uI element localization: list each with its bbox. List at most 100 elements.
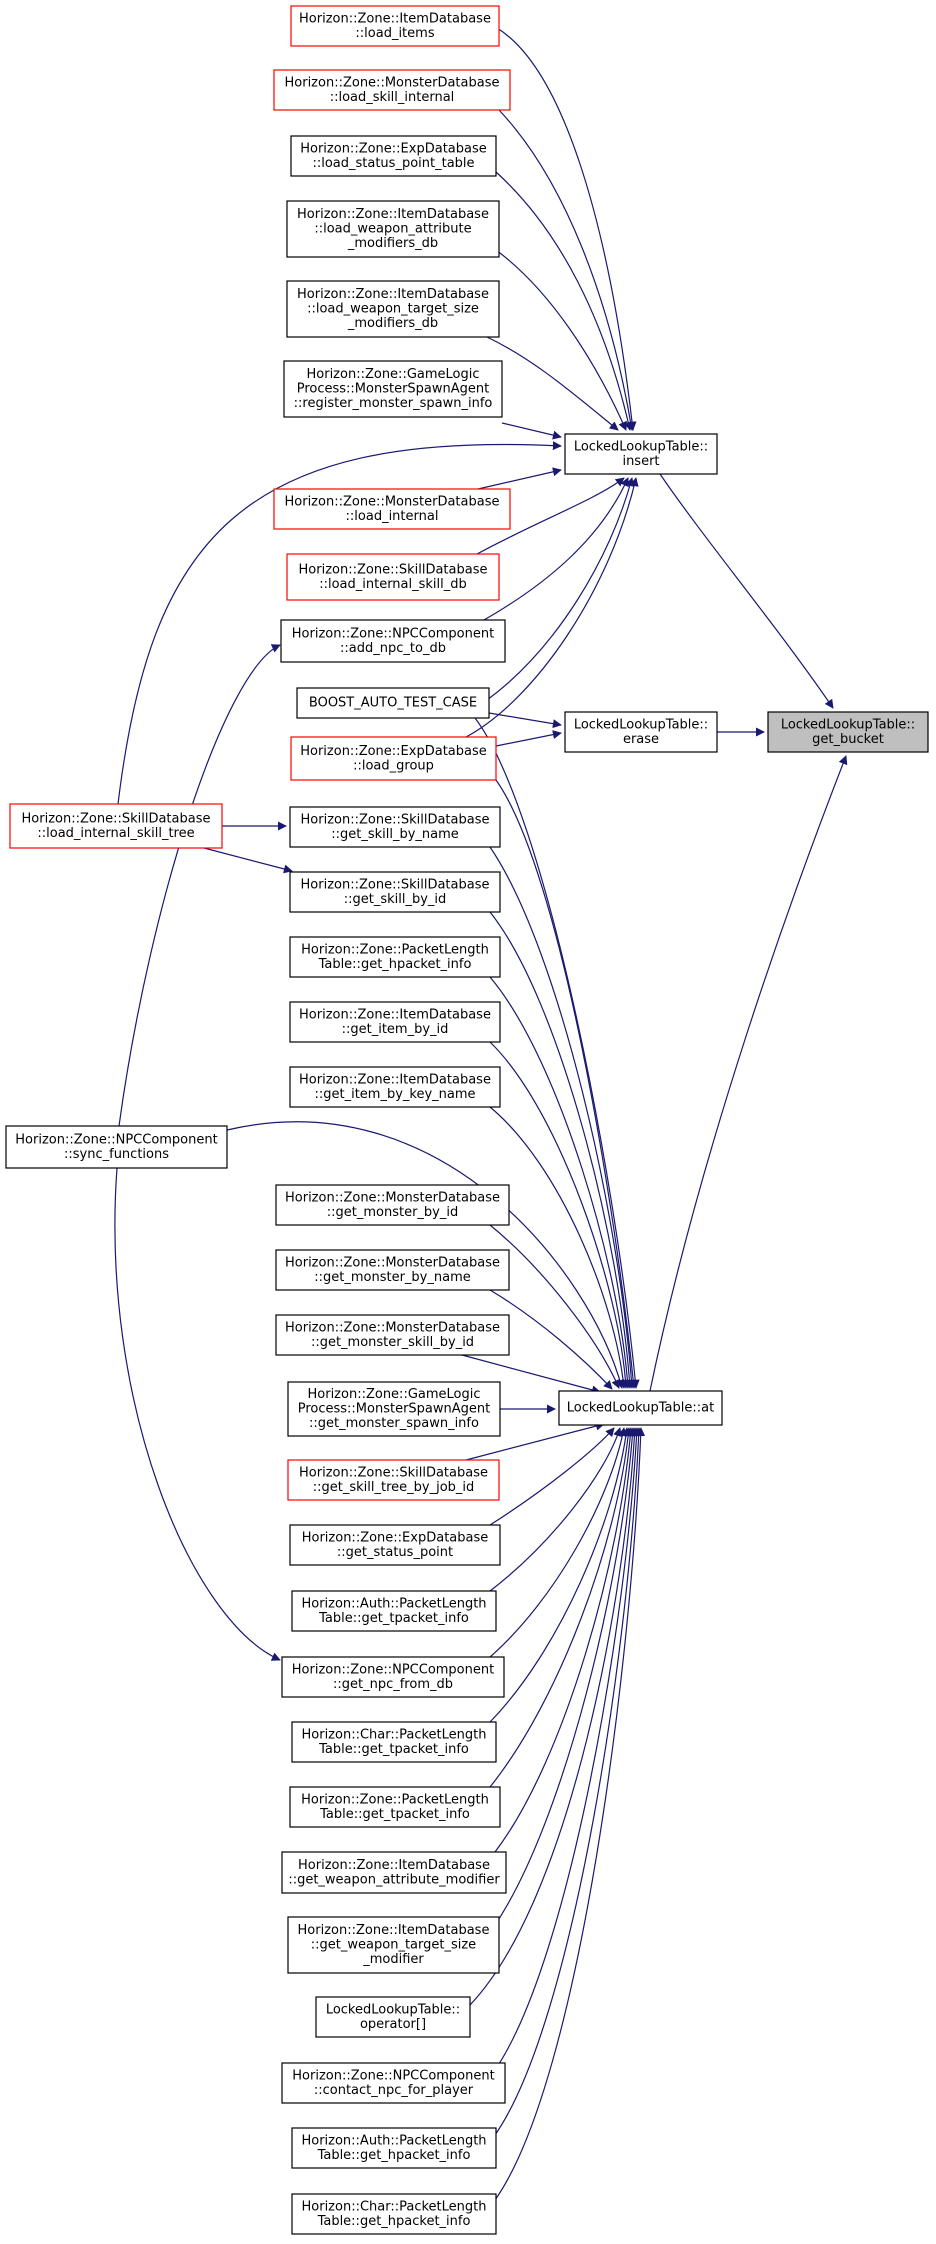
node-load_group[interactable]: Horizon::Zone::ExpDatabase::load_group [290,736,497,781]
node-label-line: Process::MonsterSpawnAgent [298,1402,491,1417]
node-register_spawn[interactable]: Horizon::Zone::GameLogicProcess::Monster… [283,360,503,418]
node-label-line: erase [623,732,659,747]
node-get_status_point[interactable]: Horizon::Zone::ExpDatabase::get_status_p… [289,1524,501,1566]
node-get_monster_skill_by_id[interactable]: Horizon::Zone::MonsterDatabase::get_mons… [275,1314,510,1356]
node-add_npc_to_db[interactable]: Horizon::Zone::NPCComponent::add_npc_to_… [280,619,506,663]
node-box [283,360,503,418]
edge-zone_get_hpacket_info-to-at [489,976,632,1389]
node-box [287,1459,500,1501]
node-label-line: Horizon::Zone::ExpDatabase [300,744,487,759]
node-contact_npc_for_player[interactable]: Horizon::Zone::NPCComponent::contact_npc… [281,2062,506,2104]
node-boost[interactable]: BOOST_AUTO_TEST_CASE [296,687,490,719]
node-get_item_by_key_name[interactable]: Horizon::Zone::ItemDatabase::get_item_by… [289,1066,501,1108]
node-box [289,1524,501,1566]
edge-get_weapon_attribute_modifier-to-at [494,1427,635,1853]
node-get_weapon_target_size_modifier[interactable]: Horizon::Zone::ItemDatabase::get_weapon_… [287,1916,500,1974]
node-box [291,1590,497,1632]
edge-get_monster_by_id-to-at [489,1224,620,1389]
node-erase[interactable]: LockedLookupTable::erase [564,711,718,753]
edge-load_weapon_target-to-insert [486,336,619,431]
node-box [290,135,497,177]
node-get_skill_by_name[interactable]: Horizon::Zone::SkillDatabase::get_skill_… [289,806,501,848]
node-box [289,1066,501,1108]
node-get_bucket[interactable]: LockedLookupTable::get_bucket [767,711,929,753]
node-char_get_hpacket_info[interactable]: Horizon::Char::PacketLengthTable::get_hp… [291,2193,497,2235]
node-get_monster_spawn_info[interactable]: Horizon::Zone::GameLogicProcess::Monster… [287,1381,501,1437]
node-get_skill_tree_by_job_id[interactable]: Horizon::Zone::SkillDatabase::get_skill_… [287,1459,500,1501]
node-box [286,280,500,338]
node-label-line: Horizon::Zone::NPCComponent [292,2068,494,2083]
edge-get_skill_tree_by_job_id-to-at [465,1421,605,1461]
node-auth_get_hpacket_info[interactable]: Horizon::Auth::PacketLengthTable::get_hp… [291,2127,497,2169]
edge-get_item_by_key_name-to-at [489,1106,628,1389]
node-label-line: Horizon::Char::PacketLength [302,1727,487,1742]
node-label-line: Table::get_hpacket_info [317,2148,471,2163]
node-get_skill_by_id[interactable]: Horizon::Zone::SkillDatabase::get_skill_… [289,871,501,913]
node-label-line: Table::get_tpacket_info [319,1807,470,1822]
edge-load_internal_skill_tree-to-insert [117,441,562,805]
node-load_internal[interactable]: Horizon::Zone::MonsterDatabase::load_int… [273,488,511,530]
node-box [296,687,490,719]
node-layer: LockedLookupTable::get_bucketLockedLooku… [5,5,929,2235]
node-label-line: ::get_item_by_key_name [314,1087,475,1102]
edge-load_group-to-erase [495,730,562,747]
node-char_get_tpacket_info[interactable]: Horizon::Char::PacketLengthTable::get_tp… [291,1721,497,1763]
node-load_weapon_target[interactable]: Horizon::Zone::ItemDatabase::load_weapon… [286,280,500,338]
node-label-line: Horizon::Zone::ItemDatabase [298,1923,490,1938]
node-label-line: Horizon::Zone::GameLogic [308,1387,481,1402]
node-box [289,871,501,913]
node-box [281,1656,505,1698]
node-label-line: Table::get_tpacket_info [318,1611,469,1626]
node-box [289,1001,501,1043]
node-label-line: Horizon::Zone::ItemDatabase [299,1007,491,1022]
node-label-line: get_bucket [812,732,884,747]
node-get_item_by_id[interactable]: Horizon::Zone::ItemDatabase::get_item_by… [289,1001,501,1043]
node-box [564,711,718,753]
edge-boost-to-insert [486,477,635,701]
edge-char_get_tpacket_info-to-at [489,1427,631,1723]
node-label-line: Horizon::Zone::NPCComponent [292,626,494,641]
node-label-line: Horizon::Auth::PacketLength [301,1596,486,1611]
node-label-line: Horizon::Zone::ExpDatabase [302,1530,489,1545]
node-get_weapon_attribute_modifier[interactable]: Horizon::Zone::ItemDatabase::get_weapon_… [281,1851,507,1894]
node-load_weapon_attribute[interactable]: Horizon::Zone::ItemDatabase::load_weapon… [286,200,500,258]
node-label-line: Horizon::Char::PacketLength [302,2199,487,2214]
node-box [281,2062,506,2104]
node-get_monster_by_name[interactable]: Horizon::Zone::MonsterDatabase::get_mons… [275,1249,510,1291]
node-get_monster_by_id[interactable]: Horizon::Zone::MonsterDatabase::get_mons… [275,1184,510,1226]
node-operator_index[interactable]: LockedLookupTable::operator[] [315,1996,471,2038]
node-box [767,711,929,753]
node-load_status_point_table[interactable]: Horizon::Zone::ExpDatabase::load_status_… [290,135,497,177]
node-box [273,488,511,530]
edge-sync_functions-to-add_npc_to_db [118,644,281,1127]
node-load_items[interactable]: Horizon::Zone::ItemDatabase::load_items [290,5,500,47]
node-load_internal_skill_tree[interactable]: Horizon::Zone::SkillDatabase::load_inter… [9,803,223,849]
node-zone_get_hpacket_info[interactable]: Horizon::Zone::PacketLengthTable::get_hp… [289,936,501,978]
edge-get_skill_by_id-to-at [489,911,634,1389]
edge-load_weapon_attribute-to-insert [495,249,627,431]
node-label-line: ::get_monster_spawn_info [309,1416,479,1431]
node-label-line: LockedLookupTable:: [781,717,915,732]
node-box [315,1996,471,2038]
node-label-line: ::load_internal_skill_db [319,577,467,592]
edge-get_skill_by_name-to-at [489,846,636,1389]
node-load_internal_skill_db[interactable]: Horizon::Zone::SkillDatabase::load_inter… [286,553,500,601]
node-at[interactable]: LockedLookupTable::at [558,1390,723,1426]
node-sync_functions[interactable]: Horizon::Zone::NPCComponent::sync_functi… [5,1125,228,1169]
node-label-line: ::sync_functions [64,1147,169,1162]
node-get_npc_from_db[interactable]: Horizon::Zone::NPCComponent::get_npc_fro… [281,1656,505,1698]
node-zone_get_tpacket_info[interactable]: Horizon::Zone::PacketLengthTable::get_tp… [289,1786,501,1828]
edge-get_monster_by_name-to-at [489,1289,613,1390]
node-box [289,1786,501,1828]
node-box [286,200,500,258]
edge-get_weapon_target_size_modifier-to-at [494,1427,637,1926]
node-auth_get_tpacket_info[interactable]: Horizon::Auth::PacketLengthTable::get_tp… [291,1590,497,1632]
node-label-line: Horizon::Zone::SkillDatabase [299,1465,488,1480]
edge-get_monster_skill_by_id-to-at [461,1354,601,1395]
node-load_skill_internal[interactable]: Horizon::Zone::MonsterDatabase::load_ski… [273,69,511,111]
node-label-line: Horizon::Zone::NPCComponent [292,1662,494,1677]
node-insert[interactable]: LockedLookupTable::insert [564,433,718,475]
node-label-line: Horizon::Zone::ItemDatabase [298,1858,490,1873]
